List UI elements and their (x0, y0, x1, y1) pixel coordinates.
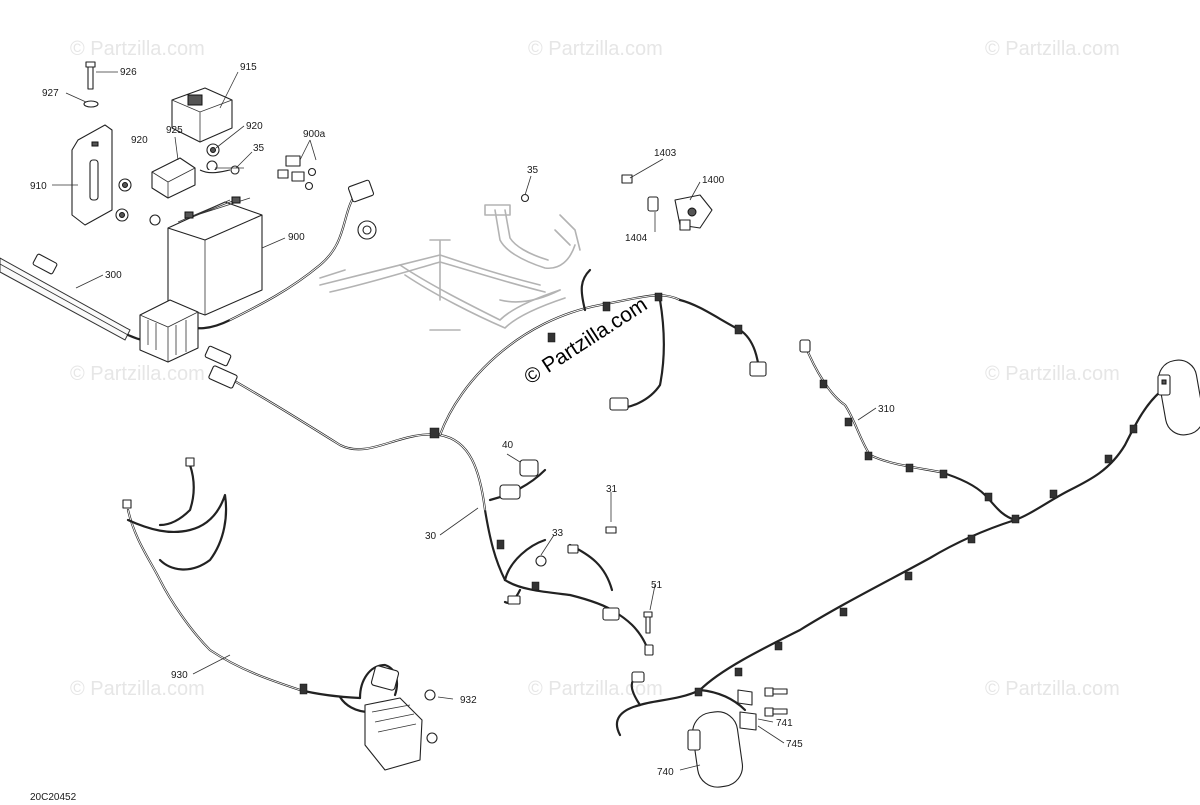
main-harness-30 (204, 268, 767, 656)
callout-930: 930 (171, 670, 188, 681)
callout-310: 310 (878, 404, 895, 415)
harness-310 (615, 339, 1162, 737)
callout-33: 33 (552, 528, 564, 539)
callout-920: 920 (131, 135, 148, 146)
diagram-id: 20C20452 (30, 792, 77, 803)
watermark-text: © Partzilla.com (70, 678, 205, 700)
screw-926 (83, 61, 99, 108)
terminal-cover-915 (171, 87, 240, 175)
leader-lines (52, 71, 877, 771)
watermark-text: © Partzilla.com (528, 38, 663, 60)
callout-900a: 900a (303, 129, 326, 140)
callout-1403: 1403 (654, 148, 677, 159)
watermark-text: © Partzilla.com (70, 38, 205, 60)
fastener-33 (535, 555, 547, 567)
callout-51: 51 (651, 580, 663, 591)
callout-927: 927 (42, 88, 59, 99)
callout-741: 741 (776, 718, 793, 729)
callout-40: 40 (502, 440, 514, 451)
battery-900 (167, 196, 263, 316)
battery-cable (183, 179, 377, 330)
harness-930 (122, 457, 438, 771)
callout-31: 31 (606, 484, 618, 495)
callout-30: 30 (425, 531, 437, 542)
terminal-cover-925 (151, 157, 196, 199)
bracket-745 (737, 689, 757, 731)
callout-900: 900 (288, 232, 305, 243)
callout-915: 915 (240, 62, 257, 73)
callout-920: 920 (246, 121, 263, 132)
fastener-35-frame (520, 193, 530, 203)
terminal-hardware-900a (277, 155, 317, 191)
watermark-text: © Partzilla.com (70, 363, 205, 385)
watermark-text: © Partzilla.com (985, 38, 1120, 60)
watermark-text: © Partzilla.com (985, 678, 1120, 700)
watermarks: © Partzilla.com © Partzilla.com © Partzi… (70, 38, 1120, 700)
callout-740: 740 (657, 767, 674, 778)
lamp-upper-right (1157, 359, 1200, 436)
battery-bracket-910 (71, 124, 161, 226)
callout-1404: 1404 (625, 233, 648, 244)
screw-741 (764, 687, 788, 717)
fastener-51 (643, 611, 653, 634)
lamp-740 (687, 711, 744, 788)
callout-932: 932 (460, 695, 477, 706)
callout-35: 35 (253, 143, 265, 154)
fastener-31 (605, 526, 617, 534)
callout-745: 745 (786, 739, 803, 750)
callout-910: 910 (30, 181, 47, 192)
callout-35: 35 (527, 165, 539, 176)
watermark-text: © Partzilla.com (985, 363, 1120, 385)
callout-labels: 926 927 915 925 920 920 900a 35 910 900 … (30, 62, 895, 778)
callout-1400: 1400 (702, 175, 725, 186)
callout-925: 925 (166, 125, 183, 136)
sensor-1400 (621, 174, 713, 231)
fuse-box (139, 299, 199, 363)
callout-926: 926 (120, 67, 137, 78)
callout-300: 300 (105, 270, 122, 281)
ghost-frame (319, 204, 581, 331)
watermark-text: © Partzilla.com (528, 678, 663, 700)
